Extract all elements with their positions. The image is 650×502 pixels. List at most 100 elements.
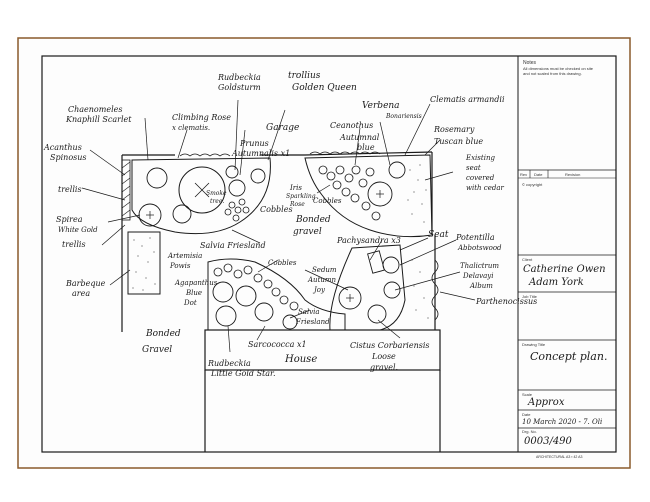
notes-heading: Notes	[523, 60, 537, 66]
title-block: Notes All dimensions must be checked on …	[517, 56, 616, 459]
label-seat: Seat	[428, 230, 449, 240]
label-agapanthus-2: Blue	[185, 289, 202, 297]
bed-top-left	[131, 157, 271, 235]
label-salvia-friesland-2a: Salvia	[298, 308, 320, 316]
scale-value: Approx	[527, 397, 565, 408]
parthenocissus-climber	[431, 259, 439, 321]
label-iris-3: Rose	[289, 201, 305, 208]
label-verbena-2: Bonariensis	[385, 113, 422, 120]
label-ceanothus-3: blue	[357, 143, 375, 152]
label-spirea-2: White Gold	[58, 226, 98, 234]
revision-label: Revision	[565, 172, 580, 177]
bed-top-right	[304, 154, 433, 238]
label-salvia-friesland-2b: Friesland	[295, 318, 330, 326]
leader-lines	[81, 99, 476, 353]
drawing-no: 0003/490	[524, 436, 573, 447]
job-title-label: Job Title	[522, 294, 538, 299]
label-pachysandra: Pachysandra x3	[336, 236, 401, 245]
label-barbeque-2: area	[72, 289, 90, 298]
drawing-title: Concept plan.	[530, 350, 607, 363]
label-parthenocissus: Parthenocissus	[475, 297, 537, 306]
label-agapanthus-1: Agapanthus	[174, 279, 218, 287]
label-rosemary-1: Rosemary	[433, 125, 475, 134]
barbeque-stipple	[132, 237, 156, 291]
scale-label: Scale	[522, 392, 533, 397]
label-house: House	[284, 354, 317, 365]
label-iris-1: Iris	[289, 184, 302, 192]
bed-bottom-right	[329, 244, 406, 331]
paper-footer: ARCHITECTURAL A3 ▪ 42 A3	[536, 455, 582, 459]
barbeque-area	[127, 231, 161, 295]
garden-seat	[367, 250, 385, 274]
label-iris-2: Sparkling	[286, 193, 316, 200]
label-verbena-1: Verbena	[362, 101, 400, 111]
drawing-title-label: Drawing Title	[522, 342, 546, 347]
label-rosemary-2: Tuscan blue	[434, 137, 483, 146]
label-prunus-1: Prunus	[239, 139, 269, 148]
label-cobbles-2: Cobbles	[313, 197, 342, 205]
date-label: Date	[534, 172, 543, 177]
label-rudbeckia-little-2: Little Gold Star.	[210, 369, 276, 378]
label-cistus-2: Loose	[371, 352, 396, 361]
label-sedum-2: Autumn	[307, 276, 337, 284]
label-garage: Garage	[266, 123, 299, 133]
date-field-label: Date	[522, 412, 531, 417]
label-thalictrum-1: Thalictrum	[460, 262, 499, 270]
date-value: 10 March 2020 - 7. Oli	[522, 418, 602, 426]
cobbles-bottom-left	[213, 263, 299, 311]
gravel-right	[407, 164, 427, 223]
trellis-strip	[121, 159, 131, 221]
copyright: © copyright	[522, 182, 543, 187]
label-trellis-2: trellis	[62, 240, 86, 249]
site-plan	[81, 99, 476, 452]
iris-cobbles	[318, 165, 381, 221]
label-existing-2: seat	[466, 164, 481, 172]
client-label: Client	[522, 257, 533, 262]
label-existing-1: Existing	[465, 154, 495, 162]
label-existing-4: with cedar	[466, 184, 504, 192]
label-rudbeckia-goldsturm-1: Rudbeckia	[217, 73, 261, 82]
label-cobbles-3: Cobbles	[268, 259, 297, 267]
label-cobbles-1: Cobbles	[260, 205, 293, 214]
smoke-tree	[178, 166, 226, 214]
label-bonded-gravel-3: Bonded	[145, 329, 181, 339]
label-cistus-1: Cistus Corbariensis	[350, 341, 430, 350]
label-artemisia-1: Artemisia	[167, 252, 202, 260]
label-sarcococca: Sarcococca x1	[248, 340, 307, 349]
plant-labels: Rudbeckia Goldsturm trollius Golden Quee…	[43, 71, 537, 378]
label-trollius-1: trollius	[288, 71, 321, 81]
label-climbing-rose-2: x clematis.	[172, 124, 210, 132]
label-acanthus-1: Acanthus	[43, 143, 82, 152]
drawing-no-label: Drg. No.	[522, 429, 537, 434]
cobbles-top-left	[224, 198, 250, 222]
label-salvia-friesland-1: Salvia Friesland	[200, 241, 266, 250]
notes-line2: and not scaled from this drawing.	[523, 71, 582, 76]
label-sedum-3: Joy	[312, 286, 326, 294]
label-thalictrum-2: Delavayi	[462, 272, 494, 280]
label-trollius-2: Golden Queen	[292, 83, 357, 93]
drawing-border	[41, 55, 617, 453]
label-thalictrum-3: Album	[469, 282, 493, 290]
label-potentilla-1: Potentilla	[455, 233, 495, 242]
bed-bottom-left	[207, 258, 346, 331]
notes-line1: All dimensions must be checked on site	[523, 66, 594, 71]
label-climbing-rose-1: Climbing Rose	[172, 113, 231, 122]
label-barbeque-1: Barbeque	[65, 279, 106, 288]
label-bonded-gravel-1: Bonded	[295, 215, 331, 225]
rev-label: Rev	[520, 172, 527, 177]
label-clematis: Clematis armandii	[430, 95, 505, 104]
label-trellis-1: trellis	[58, 185, 82, 194]
label-potentilla-2: Abbotswood	[457, 244, 502, 252]
label-smoke-tree-1: Smoke	[206, 190, 227, 197]
client-name-line2: Adam York	[528, 277, 584, 288]
label-existing-3: covered	[466, 174, 495, 182]
label-ceanothus-1: Ceanothus	[330, 121, 373, 130]
label-chaenomeles-2: Knaphill Scarlet	[65, 115, 132, 124]
label-agapanthus-3: Dot	[183, 299, 197, 307]
label-bonded-gravel-4: Gravel	[142, 345, 172, 355]
label-ceanothus-2: Autumnal	[339, 133, 380, 142]
paper-sheet	[17, 37, 631, 469]
label-cistus-3: gravel.	[370, 363, 398, 372]
label-smoke-tree-2: tree.	[210, 198, 224, 205]
label-prunus-2: Autumnalis x1	[231, 149, 290, 158]
